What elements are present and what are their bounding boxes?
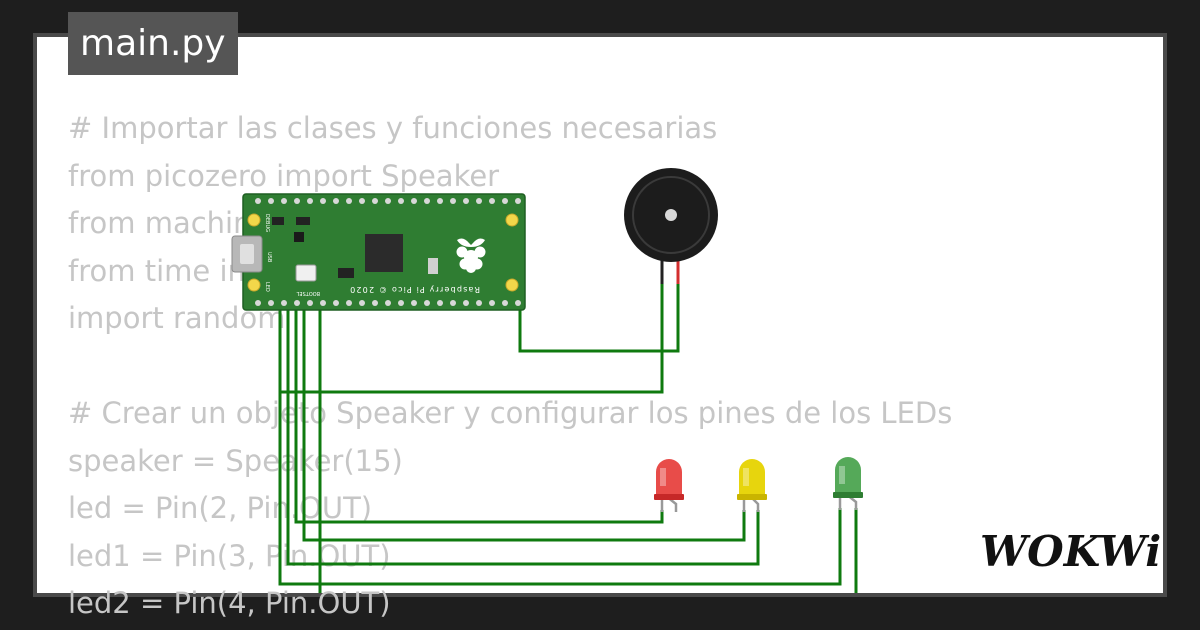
bootsel-button[interactable] xyxy=(295,264,317,282)
board-led xyxy=(428,258,438,274)
mount-hole-bottom-right xyxy=(505,278,519,292)
mount-hole-bottom-left xyxy=(247,278,261,292)
wire-speaker-positive[interactable] xyxy=(518,282,680,353)
code-line: # Importar las clases y funciones necesa… xyxy=(68,111,718,145)
red-led[interactable] xyxy=(654,459,684,512)
wokwi-logo-text: WOKWi xyxy=(980,527,1161,576)
green-led[interactable] xyxy=(833,457,863,510)
raspberry-logo-icon xyxy=(456,238,486,273)
wire-red-led[interactable] xyxy=(294,310,664,524)
code-line: speaker = Speaker(15) xyxy=(68,443,403,478)
mount-hole-top-left xyxy=(247,213,261,227)
board-chip-small xyxy=(296,217,310,225)
wire-yellow-led-ground[interactable] xyxy=(286,310,760,566)
bootsel-label: BOOTSEL xyxy=(296,290,320,296)
usb-label: USB xyxy=(266,252,272,263)
rp2040-chip xyxy=(365,234,403,272)
wokwi-logo: WOKWi xyxy=(980,527,1161,576)
wire-green-led[interactable] xyxy=(318,310,858,600)
code-line: led2 = Pin(4, Pin.OUT) xyxy=(68,586,391,620)
usb-port-icon xyxy=(240,244,254,264)
wire-speaker-ground[interactable] xyxy=(278,282,664,394)
code-line: # Crear un objeto Speaker y configurar l… xyxy=(68,396,953,430)
board-chip-small xyxy=(294,232,304,242)
board-pins-top xyxy=(255,198,521,204)
board-chip-small xyxy=(338,268,354,278)
raspberry-pi-pico-board[interactable]: Raspberry Pi Pico © 2020 BOOTSEL USB DEB… xyxy=(231,193,526,311)
code-line: led = Pin(2, Pin.OUT) xyxy=(68,491,373,525)
board-chip-small xyxy=(272,217,284,225)
piezo-buzzer[interactable] xyxy=(624,168,718,284)
code-line: from picozero import Speaker xyxy=(68,158,500,193)
wire-yellow-led[interactable] xyxy=(302,310,746,542)
buzzer-ring xyxy=(632,176,710,254)
led-label: LED xyxy=(264,282,270,292)
mount-hole-top-right xyxy=(505,213,519,227)
editor-panel: # Importar las clases y funciones necesa… xyxy=(37,37,1163,620)
code-editor[interactable]: # Importar las clases y funciones necesa… xyxy=(68,105,952,628)
wires xyxy=(278,282,858,600)
board-pins-bottom xyxy=(255,300,521,306)
board-label: Raspberry Pi Pico © 2020 xyxy=(349,285,480,294)
yellow-led[interactable] xyxy=(737,459,767,512)
wire-green-led-ground[interactable] xyxy=(278,392,842,586)
code-line: led1 = Pin(3, Pin.OUT) xyxy=(68,538,391,573)
buzzer-hole xyxy=(665,209,677,221)
file-tab-main-py[interactable]: main.py xyxy=(68,12,238,75)
debug-label: DEBUG xyxy=(264,214,270,232)
